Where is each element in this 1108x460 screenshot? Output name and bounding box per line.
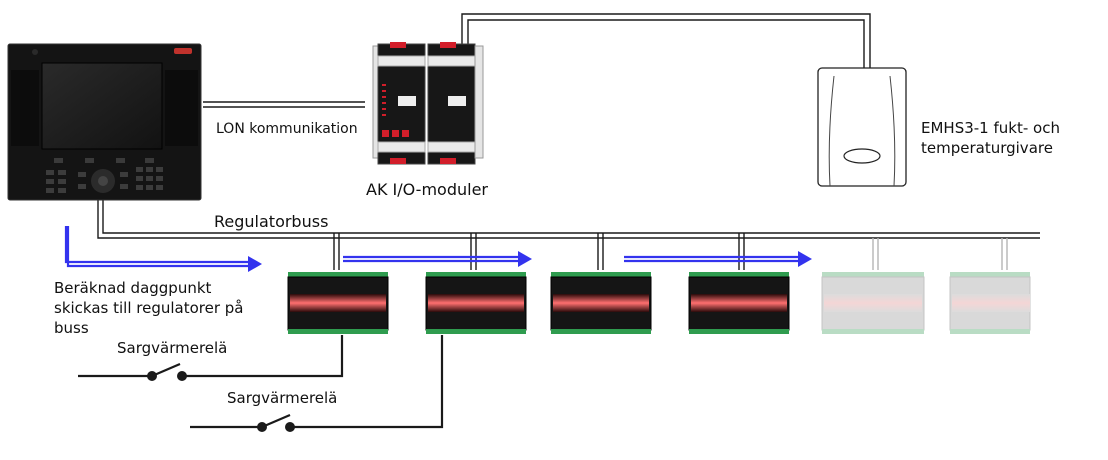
controller-1: [287, 272, 389, 334]
bus-label: Regulatorbuss: [214, 212, 329, 231]
controller-2: [425, 272, 527, 334]
dewpoint-arrows: [64, 226, 802, 268]
dewpoint-label: Beräknad daggpunkt skickas till regulato…: [54, 279, 244, 337]
arrow-3: [624, 255, 802, 263]
front-panel-screen: [41, 62, 163, 150]
wiring-faded: [872, 238, 1008, 270]
wiring: [97, 13, 1040, 270]
sensor-label: EMHS3-1 fukt- och temperaturgivare: [921, 119, 1060, 157]
relay1-switch: [147, 362, 187, 381]
front-panel-device: [7, 43, 202, 201]
relay1-wire: [78, 335, 344, 378]
bus-drop-2: [470, 233, 477, 270]
relay2-label: Sargvärmerelä: [227, 389, 338, 407]
controller-6-faded: [949, 272, 1031, 334]
io-modules-label: AK I/O-moduler: [366, 180, 488, 199]
lon-wire: [203, 101, 365, 108]
panel-bus-drop: [97, 200, 1040, 239]
controller-3: [550, 272, 652, 334]
arrow-1: [64, 226, 252, 268]
relay2-wire: [190, 335, 444, 429]
relay1-label: Sargvärmerelä: [117, 339, 228, 357]
humidity-sensor-device: [817, 67, 907, 187]
bus-drop-1: [333, 233, 340, 270]
bus-drop-4: [738, 233, 745, 270]
io-module-1: [372, 42, 426, 165]
sensor-wire: [461, 13, 871, 68]
lon-label: LON kommunikation: [216, 121, 358, 137]
controller-5-faded: [821, 272, 925, 334]
relay2-switch: [257, 413, 295, 432]
arrowheads: [248, 251, 812, 272]
arrow-2: [343, 255, 522, 263]
io-module-2: [427, 42, 484, 165]
controller-4: [688, 272, 790, 334]
bus-drop-3: [597, 233, 604, 270]
relay-wiring: [78, 335, 444, 429]
